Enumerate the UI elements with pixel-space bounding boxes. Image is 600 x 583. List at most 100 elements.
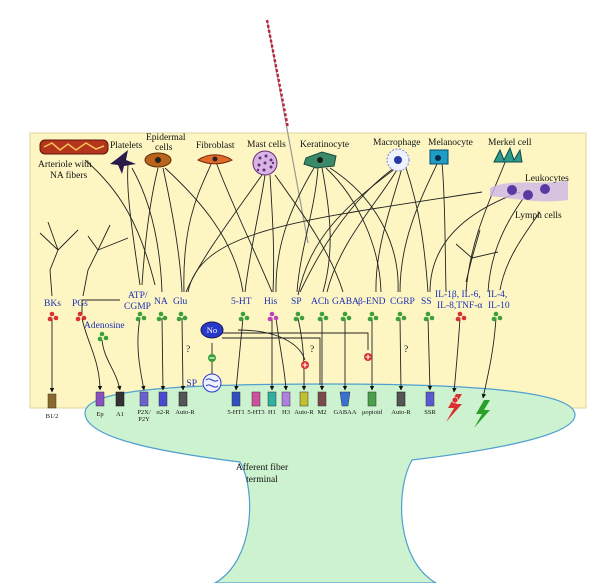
lightning-green-icon [474, 400, 490, 428]
molecule-il4-icon [491, 311, 503, 322]
receptor-mu-label: μopioid [362, 409, 383, 416]
mediator-bend: β-END [358, 297, 386, 307]
epidermal-label-2: cells [155, 143, 173, 153]
mediator-his: His [264, 297, 278, 307]
receptor-autor2 [299, 391, 309, 407]
receptor-autor1 [178, 391, 188, 407]
receptor-gabaa-label: GABAA [333, 409, 356, 416]
macrophage-icon [386, 148, 410, 172]
receptors [47, 391, 490, 428]
mediator-adenosine: Adenosine [84, 321, 125, 331]
receptor-5ht1-label: 5-HT1 [227, 409, 244, 416]
mediator-il10: IL-10 [488, 301, 510, 311]
keratinocyte-label: Keratinocyte [300, 140, 349, 150]
lymph-cells-label: Lymph cells [515, 211, 562, 221]
mediator-cgrp: CGRP [390, 297, 415, 307]
receptor-h3-label: H3 [282, 409, 290, 416]
mediator-bks: BKs [44, 299, 61, 309]
arteriole-icon [39, 139, 109, 155]
molecule-atp-icon [135, 311, 147, 322]
receptor-p2y-label: P2Y [138, 416, 150, 423]
keratinocyte-icon [303, 151, 337, 169]
mediator-pgs: PGs [72, 299, 88, 309]
receptor-b12-label: B1/2 [46, 413, 59, 420]
receptor-ep-label: Ep [96, 411, 103, 418]
question-mark-3: ? [404, 345, 408, 355]
sp-bound-cluster [202, 373, 222, 393]
mast-cells-label: Mast cells [247, 140, 286, 150]
receptor-a2r-label: α2-R [156, 409, 170, 416]
receptor-mu [367, 391, 377, 407]
molecule-il1-icon [455, 311, 467, 322]
mediator-il4: IL-4, [488, 290, 507, 300]
molecule-icons [47, 311, 503, 342]
merkel-label: Merkel cell [488, 138, 532, 148]
receptor-m2-label: M2 [317, 409, 326, 416]
receptor-autor3 [396, 391, 406, 407]
question-mark-1: ? [186, 345, 190, 355]
receptor-autor3-label: Auto-R [391, 409, 411, 416]
receptor-h1-label: H1 [268, 409, 276, 416]
macrophage-label: Macrophage [373, 138, 420, 148]
molecule-bend-icon [367, 311, 379, 322]
molecule-5ht-icon [238, 311, 250, 322]
receptor-a1 [115, 391, 125, 407]
epidermal-label-1: Epidermal [146, 133, 186, 143]
lightning-red-icon [446, 394, 462, 422]
receptor-autor1-label: Auto-R [175, 409, 195, 416]
receptor-p2x [139, 391, 149, 407]
platelets-label: Platelets [110, 141, 142, 151]
receptor-p2x-label: P2X/ [137, 409, 151, 416]
receptor-labels: B1/2 Ep A1 P2X/ P2Y α2-R Auto-R 5-HT1 5-… [46, 409, 437, 423]
receptor-b12 [47, 393, 57, 409]
receptor-h3 [281, 391, 291, 407]
question-mark-2: ? [310, 345, 314, 355]
fibroblast-icon [197, 154, 233, 165]
merkel-cell-icon [493, 146, 523, 163]
receptor-arrows [49, 299, 497, 399]
no-bubble: No [200, 321, 224, 339]
mediator-sp: SP [291, 297, 302, 307]
molecule-gaba-icon [340, 311, 352, 322]
platelets-icon [110, 150, 136, 174]
leukocytes-icon [490, 180, 568, 202]
mediator-gaba: GABA [332, 297, 359, 307]
needle-icon [265, 19, 309, 244]
mediator-il1: IL-1β, IL-6, [435, 290, 481, 300]
mediator-na: NA [154, 297, 168, 307]
mediator-labels: BKs PGs ATP/ CGMP NA Glu Adenosine 5-HT … [44, 290, 510, 331]
receptor-ep [95, 391, 105, 407]
molecule-cgrp-icon [395, 311, 407, 322]
molecule-pgs-icon [75, 311, 87, 322]
connection-lines [39, 159, 541, 297]
molecule-ach-icon [317, 311, 329, 322]
molecule-na-icon [156, 311, 168, 322]
inhibit-sign-icon [208, 354, 216, 362]
molecule-bks-icon [47, 311, 59, 322]
mast-cell-icon [252, 150, 278, 176]
mediator-atp: ATP/ [128, 291, 148, 301]
mediator-glu: Glu [173, 297, 188, 307]
receptor-gabaa [339, 391, 351, 407]
melanocyte-label: Melanocyte [428, 138, 473, 148]
molecule-glu-icon [176, 311, 188, 322]
arteriole-label-2: NA fibers [50, 170, 88, 181]
molecule-his-icon [267, 311, 279, 322]
sp-bound-label: SP [186, 379, 197, 389]
no-label: No [207, 325, 217, 335]
afferent-terminal-shape [84, 383, 576, 583]
receptor-ssr-label: SSR [424, 409, 436, 416]
mediator-5ht: 5-HT [231, 297, 252, 307]
receptor-autor2-label: Auto-R [294, 409, 314, 416]
arteriole-label-1: Arteriole with [38, 160, 92, 170]
mediator-il8: IL-8,TNF-α [437, 301, 482, 311]
mediator-cgmp: CGMP [124, 302, 151, 312]
leukocytes-label: Leukocytes [525, 174, 569, 184]
mediator-ss: SS [421, 297, 432, 307]
receptor-m2 [317, 391, 327, 407]
receptor-ssr [425, 391, 435, 407]
excite-sign-icon-1 [301, 361, 309, 369]
terminal-label-2: terminal [246, 475, 278, 485]
molecule-ss-icon [423, 311, 435, 322]
